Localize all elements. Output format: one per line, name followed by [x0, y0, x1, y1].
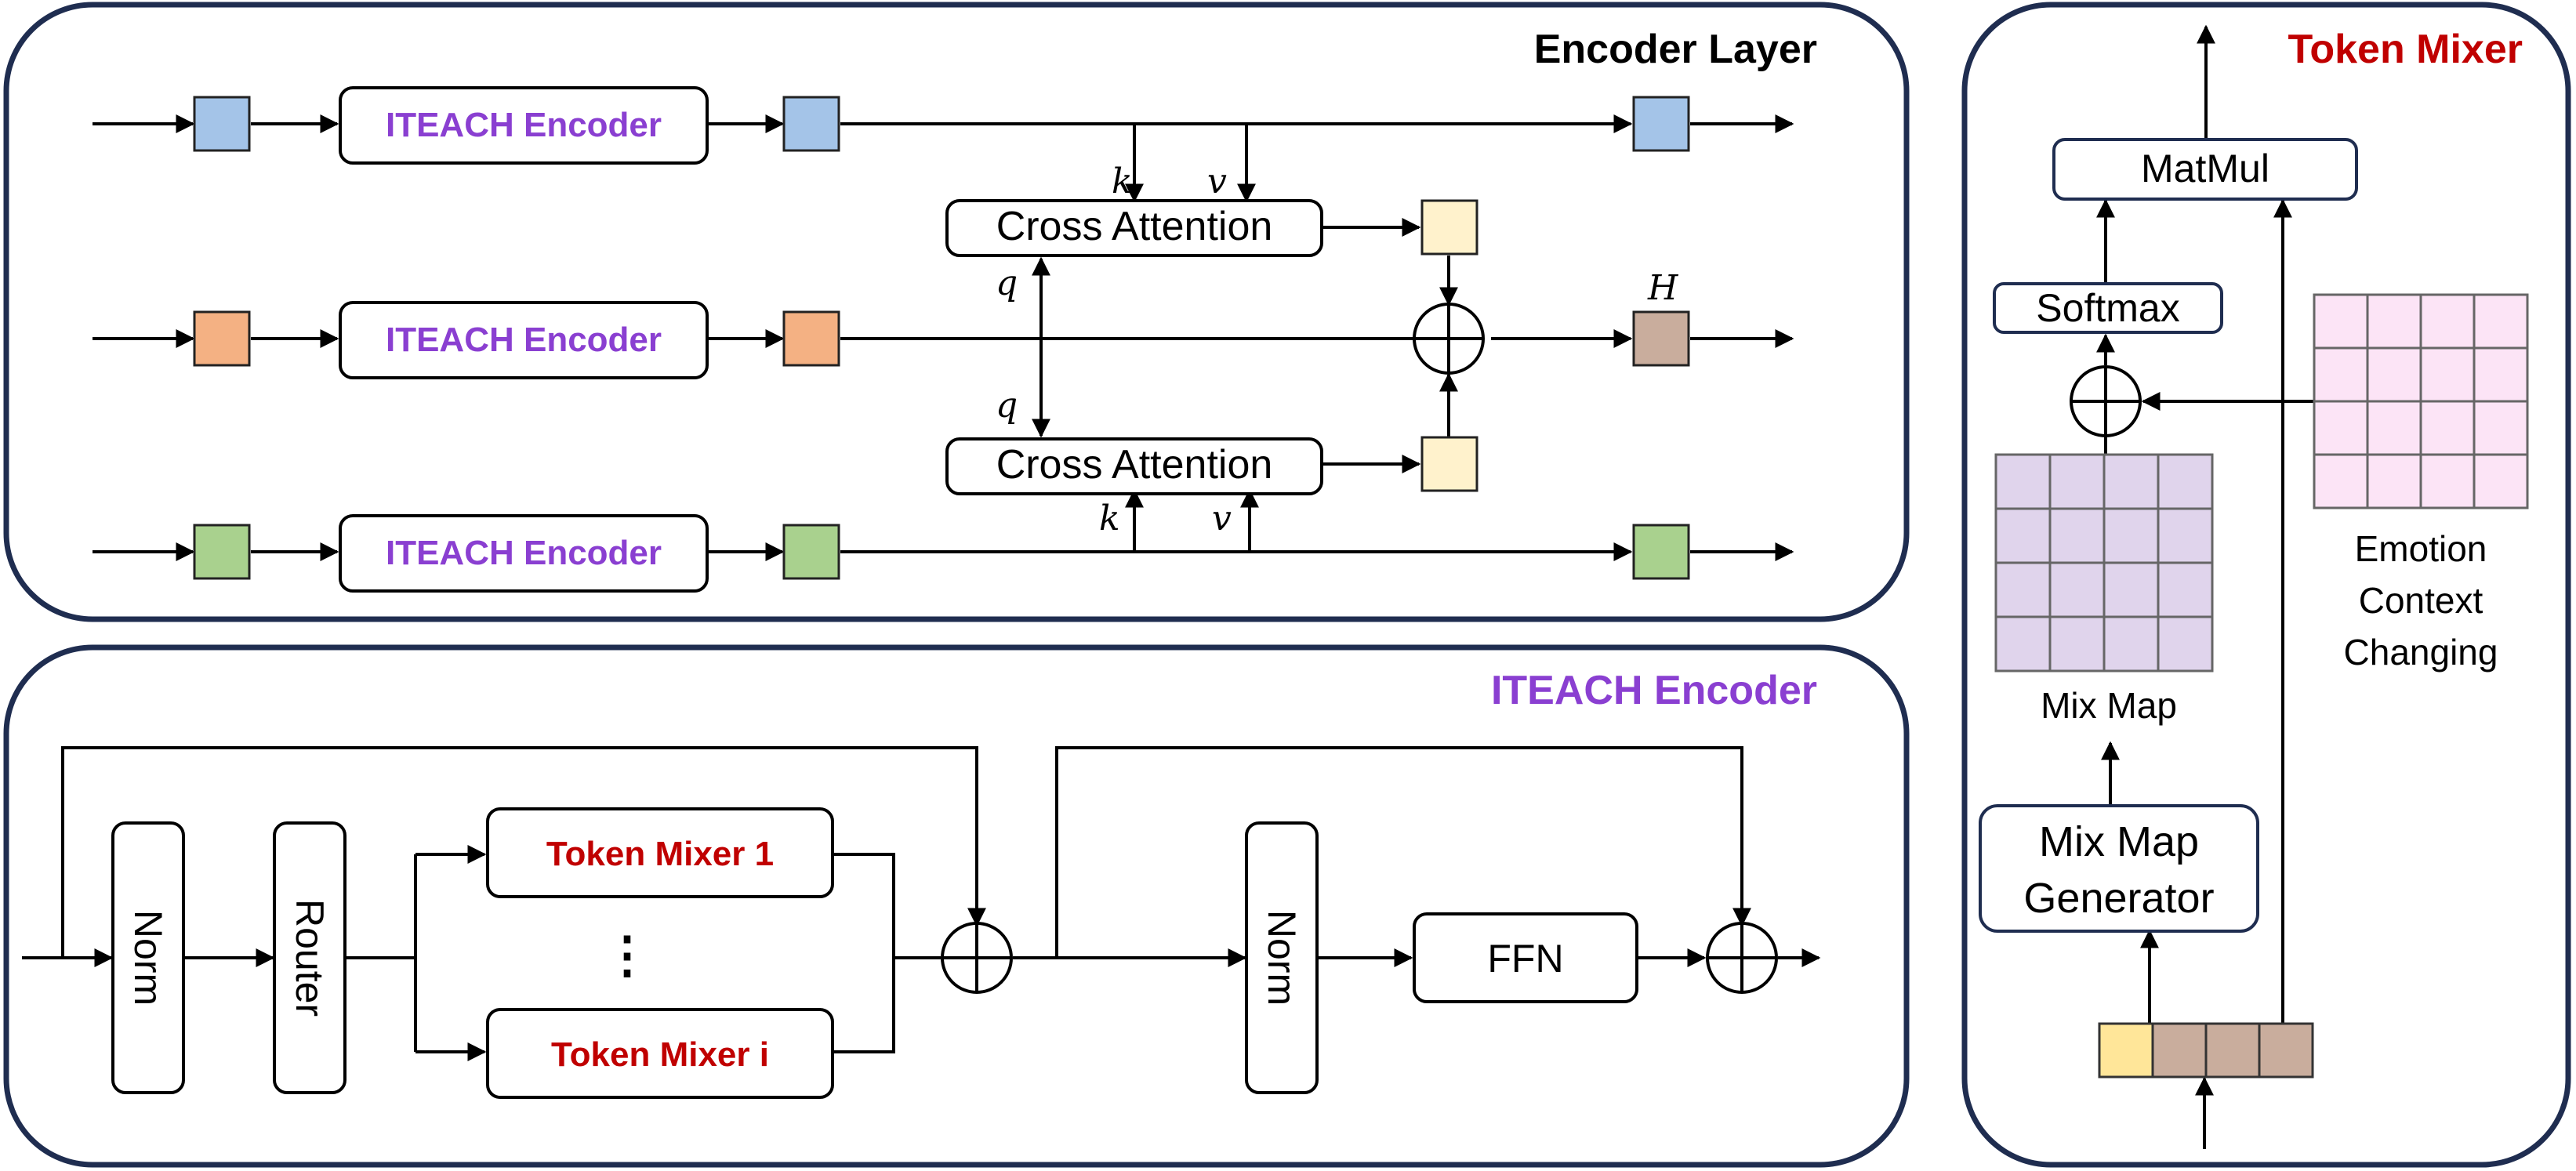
skip-connection-1	[61, 746, 986, 958]
k-label-top: k	[1112, 161, 1133, 201]
blue-token-mid	[782, 96, 840, 152]
skip-connection-2	[1055, 746, 1751, 958]
generator-line-1: Mix Map	[2039, 818, 2199, 865]
norm-box-2	[1245, 821, 1319, 1094]
sum-operator-1	[941, 922, 1013, 994]
mix-map-generator-box	[1979, 804, 2259, 933]
iteach-encoder-label-1: ITEACH Encoder	[386, 106, 662, 144]
token-mixer-i-label: Token Mixer i	[551, 1035, 769, 1074]
iteach-encoder-box-2	[339, 301, 709, 379]
ellipsis: ⋮	[602, 926, 652, 983]
q-label-bottom: q	[996, 386, 1018, 426]
green-token-in	[193, 524, 251, 580]
sum-operator-2	[1706, 922, 1778, 994]
emotion-line-1: Emotion	[2355, 528, 2487, 569]
h-token	[1632, 310, 1690, 367]
cream-token-bottom	[1420, 436, 1478, 492]
token-mixer-i-box	[486, 1008, 834, 1099]
iteach-encoder-border	[3, 644, 1910, 1168]
cross-attention-top	[945, 199, 1323, 257]
matmul-label: MatMul	[2141, 147, 2269, 190]
ffn-label: FFN	[1487, 937, 1563, 981]
token-mixer-1-box	[486, 807, 834, 898]
token-mixer-title: Token Mixer	[2288, 27, 2523, 72]
iteach-encoder-label-2: ITEACH Encoder	[386, 321, 662, 359]
softmax-box	[1993, 282, 2223, 334]
softmax-label: Softmax	[2036, 286, 2179, 330]
v-label-top: v	[1207, 161, 1227, 201]
iteach-encoder-panel: ITEACH Encoder Norm Router Token Mixer 1…	[3, 644, 1910, 1168]
sum-operator-encoder-layer	[1413, 303, 1485, 375]
k-label-bottom: k	[1099, 498, 1120, 538]
emotion-line-2: Context	[2359, 580, 2483, 621]
q-label-top: q	[996, 263, 1018, 303]
blue-token-in	[193, 96, 251, 152]
token-mixer-panel: Token Mixer MatMul Softmax	[1961, 2, 2571, 1168]
iteach-encoder-box-3	[339, 514, 709, 593]
orange-token-in	[193, 310, 251, 367]
norm-label-2: Norm	[1260, 910, 1304, 1006]
token-mixer-1-label: Token Mixer 1	[546, 835, 774, 873]
blue-token-out	[1632, 96, 1690, 152]
norm-label-1: Norm	[126, 910, 170, 1006]
encoder-layer-title: Encoder Layer	[1534, 27, 1817, 72]
cross-attention-bottom-label: Cross Attention	[996, 442, 1273, 488]
cross-attention-bottom	[945, 437, 1323, 495]
orange-token-mid	[782, 310, 840, 367]
iteach-encoder-box-1	[339, 86, 709, 165]
green-token-mid	[782, 524, 840, 580]
mix-map-label: Mix Map	[2041, 685, 2177, 726]
input-token-strip	[2098, 1022, 2314, 1079]
v-label-bottom: v	[1212, 498, 1232, 538]
encoder-layer-border	[3, 2, 1910, 622]
green-token-out	[1632, 524, 1690, 580]
iteach-encoder-label-3: ITEACH Encoder	[386, 534, 662, 572]
sum-operator-token-mixer	[2070, 365, 2142, 437]
router-label: Router	[288, 899, 332, 1017]
ffn-box	[1413, 912, 1638, 1003]
cross-attention-top-label: Cross Attention	[996, 204, 1273, 249]
emotion-context-grid	[2313, 293, 2529, 509]
mixer-merge-line	[834, 853, 895, 1053]
emotion-line-3: Changing	[2344, 632, 2498, 673]
matmul-box	[2052, 138, 2358, 201]
cream-token-top	[1420, 199, 1478, 256]
iteach-encoder-title: ITEACH Encoder	[1491, 668, 1817, 713]
mix-map-grid	[1994, 453, 2214, 673]
norm-box-1	[111, 821, 185, 1094]
router-box	[273, 821, 346, 1094]
generator-line-2: Generator	[2023, 875, 2214, 922]
h-label: H	[1647, 268, 1679, 308]
encoder-layer-panel: Encoder Layer	[3, 2, 1910, 622]
